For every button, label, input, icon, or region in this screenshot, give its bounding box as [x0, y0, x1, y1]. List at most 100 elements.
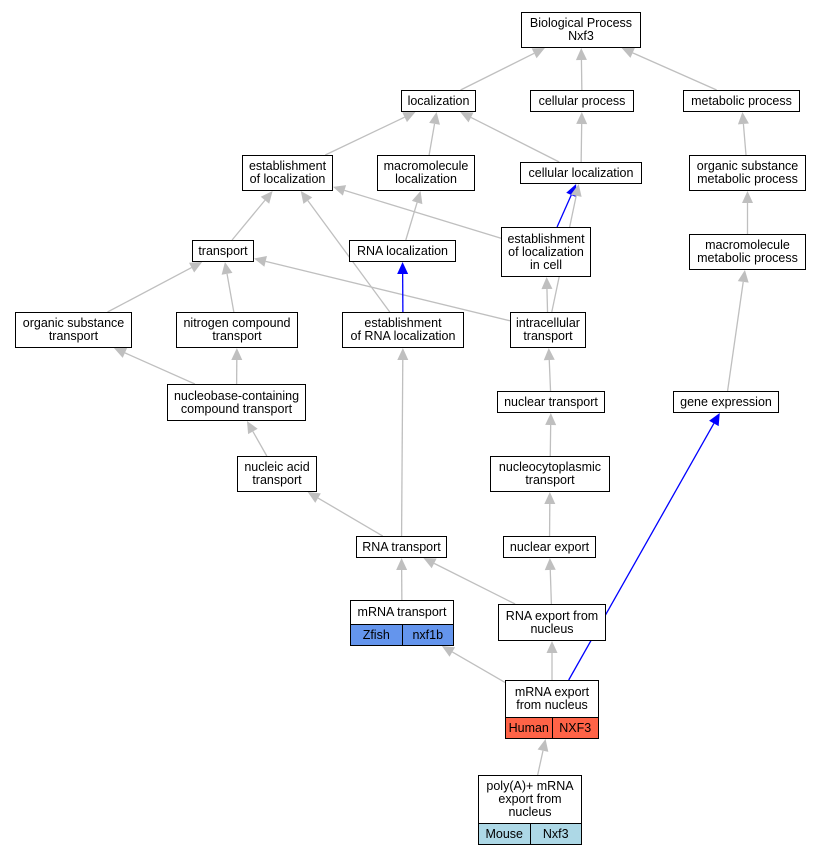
edge-it-to-eolc [546, 288, 549, 313]
arrowhead-mmp-to-osmp [742, 191, 753, 203]
arrowhead-cp-to-bp [575, 48, 587, 61]
edge-eolc-to-eol [344, 189, 502, 239]
arrowhead-it-to-cl [570, 184, 582, 197]
node-label: RNA export from nucleus [505, 608, 599, 636]
node-label: establishment of localization in cell [507, 231, 585, 272]
arrowhead-it-to-tr [254, 256, 267, 267]
edge-eol-to-loc [324, 116, 405, 156]
gene-cell: Nxf3 [529, 824, 581, 844]
node-organic-substance-metabolic-process[interactable]: organic substance metabolic process [689, 155, 806, 191]
arrowhead-pa-to-mefn [537, 739, 549, 752]
node-mrna-export-from-nucleus[interactable]: mRNA export from nucleus Human NXF3 [505, 680, 599, 739]
node-label: cellular localization [528, 165, 634, 180]
node-label: establishment of RNA localization [350, 316, 456, 343]
arrowhead-ml-to-loc [429, 112, 440, 125]
node-nuclear-export[interactable]: nuclear export [503, 536, 596, 558]
node-macromolecule-metabolic-process[interactable]: macromolecule metabolic process [689, 234, 806, 270]
edge-ge-to-mmp [726, 281, 744, 392]
node-rna-export-from-nucleus[interactable]: RNA export from nucleus [498, 604, 606, 641]
arrowhead-mp-to-bp [621, 47, 635, 58]
node-gene-expression[interactable]: gene expression [673, 391, 779, 413]
arrowhead-mefn-to-ge [709, 413, 720, 427]
arrowhead-nbct-to-ost [113, 347, 128, 358]
annotation-row: Zfish nxf1b [351, 624, 453, 645]
node-cellular-process[interactable]: cellular process [530, 90, 634, 112]
gene-cell: nxf1b [401, 625, 453, 645]
edge-nct-to-tr [226, 273, 235, 313]
node-establishment-of-rna-localization[interactable]: establishment of RNA localization [342, 312, 464, 348]
node-label: nitrogen compound transport [183, 316, 291, 343]
node-label: nucleic acid transport [244, 460, 310, 487]
node-label: macromolecule localization [383, 159, 469, 186]
node-nitrogen-compound-transport[interactable]: nitrogen compound transport [176, 312, 298, 348]
arrowhead-rnat-to-erl [397, 348, 409, 361]
edge-eolc-to-cl [556, 194, 572, 228]
arrowhead-nbct-to-nct [231, 348, 243, 361]
edge-erl-to-eol [307, 200, 391, 313]
edge-ost-to-tr [107, 267, 192, 313]
arrowhead-refn-to-rnat [423, 558, 437, 569]
node-label: mRNA export from nucleus [514, 685, 590, 712]
edge-cl-to-cp [580, 123, 583, 163]
node-localization[interactable]: localization [401, 90, 476, 112]
node-rna-transport[interactable]: RNA transport [356, 536, 447, 558]
edge-loc-to-bp [460, 52, 535, 91]
node-label: nuclear transport [504, 394, 598, 409]
arrowhead-nat-to-nbct [246, 421, 258, 435]
node-macromolecule-localization[interactable]: macromolecule localization [377, 155, 475, 191]
node-nucleocytoplasmic-transport[interactable]: nucleocytoplasmic transport [490, 456, 610, 492]
edge-refn-to-rnat [433, 562, 516, 605]
arrowhead-cl-to-cp [576, 112, 588, 125]
node-establishment-of-localization[interactable]: establishment of localization [242, 155, 333, 191]
node-cellular-localization[interactable]: cellular localization [520, 162, 642, 184]
node-nuclear-transport[interactable]: nuclear transport [497, 391, 605, 413]
node-mrna-transport[interactable]: mRNA transport Zfish nxf1b [350, 600, 454, 646]
gene-cell: NXF3 [551, 718, 598, 738]
node-label: poly(A)+ mRNA export from nucleus [486, 779, 574, 819]
edge-osmp-to-mp [742, 123, 747, 156]
arrowhead-ncpt-to-nt [545, 413, 557, 426]
node-biological-process[interactable]: Biological Process Nxf3 [521, 12, 641, 48]
edge-rnal-to-ml [405, 202, 418, 241]
node-label: gene expression [680, 394, 772, 409]
arrowhead-osmp-to-mp [737, 112, 749, 125]
node-label: Biological Process Nxf3 [529, 16, 633, 43]
node-nucleobase-containing-compound-transport[interactable]: nucleobase-containing compound transport [167, 384, 306, 421]
node-polya-mrna-export-from-nucleus[interactable]: poly(A)+ mRNA export from nucleus Mouse … [478, 775, 582, 845]
node-label: establishment of localization [248, 159, 327, 186]
species-cell: Mouse [479, 824, 530, 844]
node-label: macromolecule metabolic process [697, 238, 798, 265]
species-cell: Human [506, 718, 552, 738]
arrowhead-nt-to-it [543, 348, 555, 361]
arrowhead-mefn-to-refn [546, 641, 558, 653]
node-label: localization [407, 93, 470, 108]
arrowhead-ost-to-tr [189, 262, 203, 273]
arrowhead-rnal-to-ml [411, 191, 423, 205]
node-label: metabolic process [691, 93, 792, 108]
node-intracellular-transport[interactable]: intracellular transport [510, 312, 586, 348]
edge-tr-to-eol [231, 199, 266, 241]
node-label: cellular process [538, 93, 626, 108]
node-rna-localization[interactable]: RNA localization [349, 240, 456, 262]
node-nucleic-acid-transport[interactable]: nucleic acid transport [237, 456, 317, 492]
edge-pa-to-mefn [537, 750, 544, 776]
arrowhead-it-to-eolc [541, 277, 553, 290]
arrowhead-loc-to-bp [531, 48, 545, 59]
edge-rnat-to-nat [317, 497, 384, 537]
edge-refn-to-ne [549, 569, 553, 605]
node-metabolic-process[interactable]: metabolic process [683, 90, 800, 112]
arrowhead-nct-to-tr [221, 262, 233, 275]
species-cell: Zfish [351, 625, 402, 645]
edge-it-to-tr [265, 260, 511, 322]
node-transport[interactable]: transport [192, 240, 254, 262]
node-label: RNA localization [356, 243, 448, 258]
arrowhead-erl-to-eol [300, 191, 313, 204]
arrowhead-refn-to-ne [544, 558, 556, 571]
node-label: nucleocytoplasmic transport [498, 460, 602, 487]
arrowhead-mrnat-to-rnat [396, 558, 408, 571]
edge-nbct-to-ost [124, 352, 196, 385]
edge-nat-to-nbct [252, 431, 268, 457]
arrowhead-rnat-to-nat [307, 492, 321, 503]
node-organic-substance-transport[interactable]: organic substance transport [15, 312, 132, 348]
node-establishment-of-localization-in-cell[interactable]: establishment of localization in cell [501, 227, 591, 277]
